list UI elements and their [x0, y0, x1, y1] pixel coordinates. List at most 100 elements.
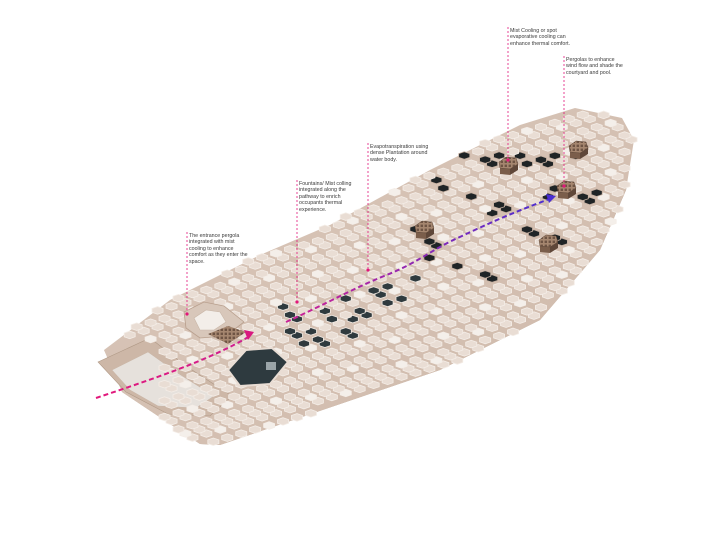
hex-tile	[228, 392, 241, 401]
hex-tile	[493, 298, 506, 308]
hex-tile	[479, 139, 492, 148]
hex-tile	[186, 371, 199, 381]
hex-tile	[318, 224, 331, 234]
hex-tile	[256, 285, 269, 295]
hex-tile	[242, 306, 255, 315]
hex-tile	[200, 400, 213, 410]
pergola-box	[556, 180, 577, 199]
hex-tile	[339, 228, 352, 238]
hex-tile	[409, 192, 422, 201]
hex-tile	[158, 347, 171, 356]
hex-tile	[339, 327, 352, 336]
hex-tile	[451, 163, 464, 172]
hex-tile	[507, 327, 519, 337]
hex-tile	[423, 319, 436, 328]
hex-tile	[479, 253, 492, 263]
hex-tile	[535, 155, 547, 165]
hex-tile	[242, 404, 255, 414]
hex-tile	[381, 282, 394, 291]
hex-tile	[576, 225, 589, 234]
hex-tile	[381, 249, 394, 258]
hex-tile	[270, 314, 283, 324]
hex-tile	[353, 290, 366, 299]
hex-tile	[256, 269, 269, 278]
hex-tile	[521, 159, 533, 169]
hex-tile	[548, 151, 561, 160]
hex-tile	[493, 315, 506, 324]
hex-tile	[472, 147, 485, 156]
hex-tile	[423, 302, 436, 312]
hex-tile	[507, 245, 519, 255]
hex-tile	[130, 322, 143, 331]
hex-tile	[507, 294, 519, 304]
hex-tile	[242, 322, 255, 332]
hex-tile	[214, 396, 227, 405]
hex-tile	[284, 261, 296, 270]
hex-tile	[590, 204, 603, 214]
hex-tile	[423, 286, 436, 295]
hex-tile	[284, 245, 296, 254]
hex-tile	[186, 388, 199, 397]
hex-tile	[493, 184, 506, 193]
hex-tile	[465, 192, 478, 201]
hex-tile	[200, 416, 213, 426]
hex-tile	[437, 216, 450, 226]
hex-tile	[535, 171, 547, 181]
hex-tile	[548, 266, 561, 275]
hex-tile	[158, 379, 171, 389]
hex-tile	[548, 135, 561, 144]
hex-tile	[186, 421, 199, 430]
hex-tile	[325, 314, 338, 324]
hex-tile	[590, 172, 603, 181]
annotation-evapotranspiration: Evapotranspiration using dense Plantatio…	[370, 144, 429, 163]
hex-tile	[297, 290, 310, 299]
hex-tile	[381, 216, 394, 226]
hex-tile	[367, 253, 380, 262]
hex-tile	[479, 237, 492, 246]
hex-tile	[221, 269, 234, 278]
hex-tile	[395, 196, 408, 205]
hex-tile	[451, 327, 464, 336]
hex-tile	[339, 310, 352, 320]
hex-tile	[507, 212, 519, 222]
hex-tile	[437, 167, 450, 177]
hex-tile	[311, 236, 324, 246]
hex-tile	[270, 249, 283, 258]
hex-tile	[242, 257, 255, 266]
hex-tile	[479, 303, 492, 312]
hex-tile	[437, 200, 450, 209]
hex-tile	[297, 355, 310, 365]
annotation-pergola-entrance: The entrance pergola integrated with mis…	[189, 233, 248, 265]
hex-tile	[451, 294, 464, 304]
hex-tile	[186, 339, 199, 348]
hex-tile	[465, 307, 478, 316]
leader-dot-pergola-entrance	[185, 312, 189, 316]
hex-tile	[507, 229, 519, 238]
hex-tile	[590, 139, 603, 148]
hex-tile	[311, 351, 324, 361]
hex-tile	[270, 298, 283, 307]
hex-tile	[165, 302, 178, 311]
hex-tile	[576, 241, 589, 251]
hex-tile	[214, 281, 227, 291]
hex-tile	[367, 204, 380, 213]
hex-tile	[256, 302, 269, 311]
hex-tile	[325, 282, 338, 291]
hex-tile	[479, 204, 492, 214]
hex-tile	[604, 217, 617, 226]
hex-tile	[256, 335, 269, 344]
hex-tile	[395, 278, 408, 287]
hex-tile	[263, 421, 276, 430]
hex-tile	[409, 323, 422, 332]
hex-tile	[423, 171, 436, 181]
hex-tile	[353, 339, 366, 348]
hex-tile	[479, 155, 492, 164]
hex-tile	[597, 110, 610, 120]
hex-tile	[297, 322, 310, 332]
hex-tile	[325, 380, 338, 389]
hex-tile	[395, 228, 408, 238]
hex-tile	[451, 278, 464, 287]
hex-tile	[465, 290, 478, 300]
hex-tile	[409, 274, 422, 283]
